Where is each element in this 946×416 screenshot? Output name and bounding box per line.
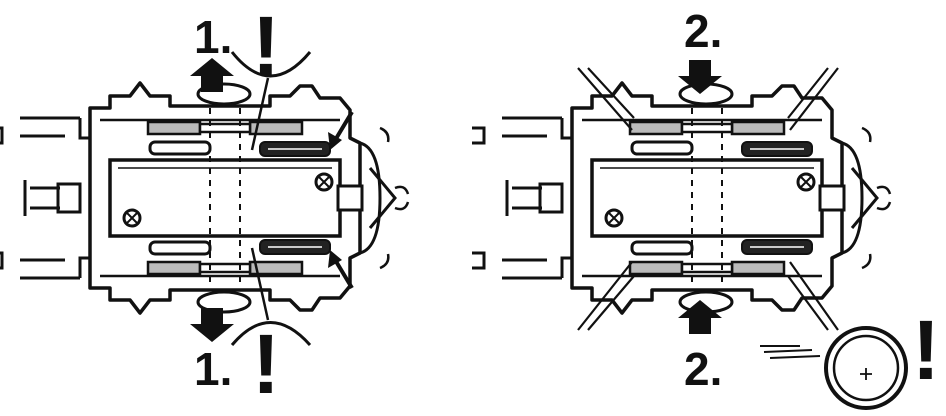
arrow-icon	[328, 110, 354, 150]
chassis-right	[470, 81, 892, 315]
caution-curve	[230, 51, 312, 78]
step-label-2-top: 2.	[684, 5, 723, 57]
contact-pointer-lines	[577, 67, 839, 331]
caution-mark-top: !	[252, 0, 280, 93]
caution-mark-battery: !	[912, 303, 940, 397]
step-label-2-bottom: 2.	[684, 343, 723, 395]
step-label-1-top: 1.	[194, 11, 233, 63]
caution-mark-bottom: !	[252, 317, 280, 411]
step-label-1-bottom: 1.	[194, 343, 233, 395]
caution-curve	[230, 321, 312, 346]
battery-icon	[760, 326, 908, 410]
arrow-icon	[328, 250, 354, 290]
